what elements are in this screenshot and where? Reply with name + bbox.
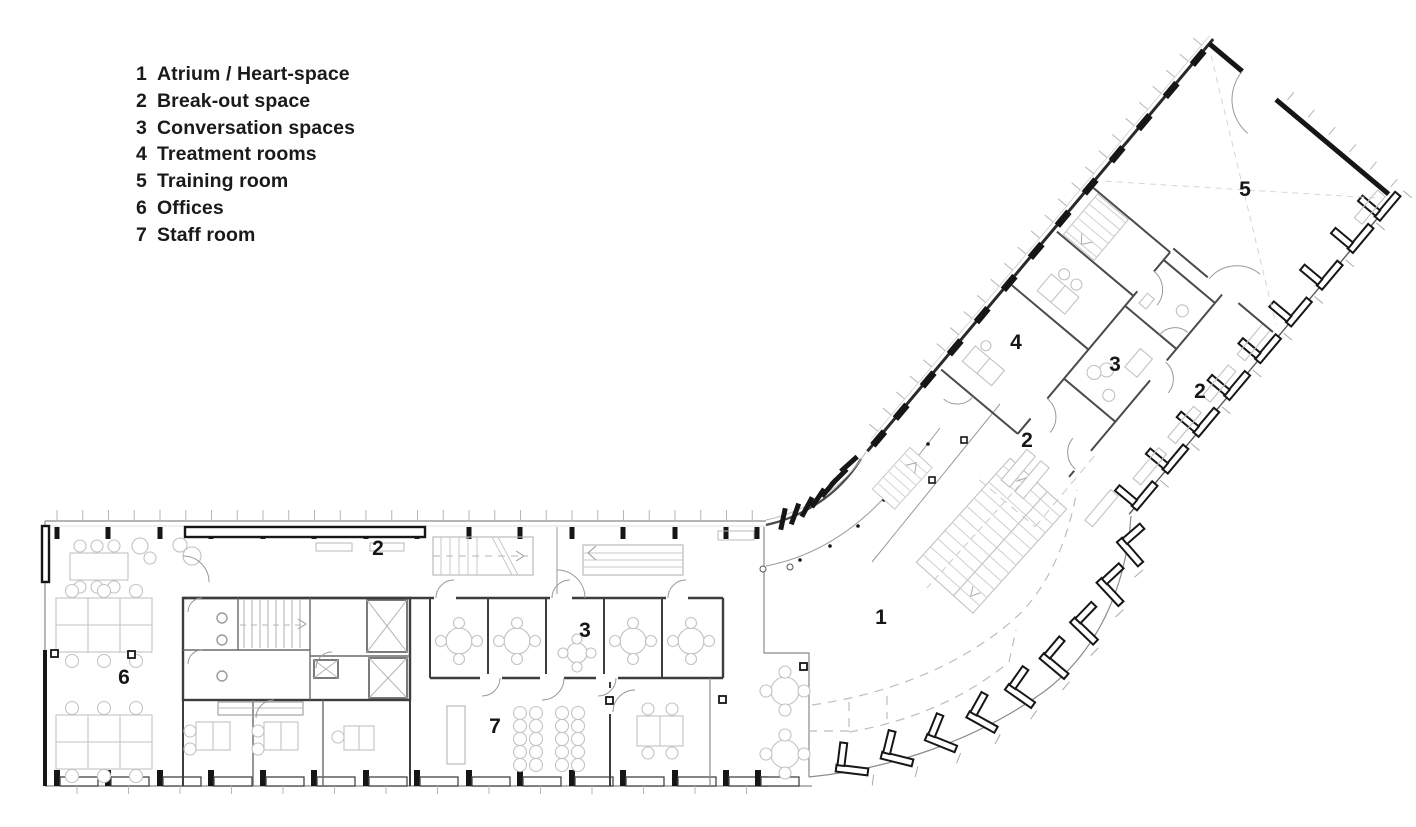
legend-label-atrium: Atrium / Heart-space [157, 63, 350, 85]
bench [315, 542, 353, 552]
column [799, 662, 808, 671]
stair [432, 536, 534, 576]
small-stair [871, 446, 933, 510]
column [50, 649, 59, 658]
cafe-tables [759, 665, 811, 780]
stair-arrow [297, 618, 307, 630]
legend-label-break-out: Break-out space [157, 89, 311, 112]
window-sills [54, 770, 800, 787]
ne-wall [1274, 97, 1391, 197]
stair [582, 544, 684, 576]
door-swings [943, 71, 1261, 470]
room-label-offices: 6 [118, 666, 130, 689]
curved-facade [808, 515, 1132, 778]
point-fixing [759, 565, 767, 573]
column [928, 476, 936, 484]
room-label-break-out-3: 2 [1194, 380, 1206, 403]
column [127, 650, 136, 659]
core-rooms [183, 598, 410, 700]
wing-walls [940, 187, 1274, 478]
lift-shafts [313, 599, 408, 699]
room-label-atrium: 1 [875, 606, 887, 629]
room-label-conversation-1: 3 [579, 619, 591, 642]
legend: 1 Atrium / Heart-space 2 Break-out space 3… [125, 61, 355, 249]
room-label-treatment: 4 [1010, 331, 1022, 354]
legend-label-conversation: Conversation spaces [157, 116, 356, 139]
bench [369, 542, 405, 552]
training-room-x [1105, 55, 1382, 325]
room-label-break-out-2: 2 [1021, 429, 1033, 452]
column [960, 436, 968, 444]
legend-number: 1 [136, 63, 147, 85]
left-wing [40, 510, 812, 794]
legend-number: 6 [136, 196, 147, 219]
round-tables [434, 616, 716, 666]
internal-walls [181, 596, 725, 786]
legend-number: 4 [136, 143, 147, 166]
ne-wall [1207, 41, 1244, 74]
atrium-boundary [763, 527, 810, 777]
desk-chairs [183, 702, 679, 760]
legend-number: 2 [136, 89, 147, 112]
door-gaps [1027, 268, 1241, 474]
corridor-benches [1084, 189, 1387, 528]
stools [554, 705, 586, 773]
balustrade-line [871, 403, 1001, 563]
point-fixing [786, 563, 794, 571]
legend-number: 3 [136, 116, 147, 139]
core-stair-treads [243, 600, 301, 648]
column [718, 695, 727, 704]
void-dashed-lines [808, 489, 1078, 733]
office-furniture [55, 537, 202, 784]
legend-number: 7 [136, 223, 147, 246]
room-label-conversation-2: 3 [1109, 353, 1121, 376]
room-label-staff-room: 7 [489, 715, 501, 738]
legend-number: 5 [136, 170, 147, 193]
fan-columns [778, 454, 859, 531]
bench [717, 530, 755, 541]
facade-ticks [56, 510, 753, 521]
legend-label-treatment: Treatment rooms [157, 143, 317, 166]
corridor-dashes [978, 455, 1095, 528]
fan-facade [765, 458, 862, 527]
stools [512, 705, 544, 773]
facade-mullions [870, 48, 1207, 448]
wing-stair [1062, 193, 1129, 262]
legend-label-training: Training room [157, 170, 289, 193]
canopy-wall [183, 525, 427, 539]
facade-ticks [76, 786, 747, 794]
room-label-break-out-1: 2 [372, 537, 384, 560]
right-wing [866, 35, 1412, 528]
room-label-training: 5 [1239, 178, 1251, 201]
wing-furniture [961, 268, 1189, 500]
facade-ticks [868, 37, 1202, 432]
facade-ticks [1286, 92, 1398, 188]
wall-segment [40, 524, 51, 584]
facade-columns [834, 522, 1146, 786]
facade-columns [1113, 190, 1412, 512]
round-table [557, 633, 597, 673]
door-swings [182, 555, 687, 719]
desks [195, 715, 684, 751]
column [605, 696, 614, 705]
legend-label-offices: Offices [157, 196, 224, 219]
staff-counter [446, 705, 466, 765]
glazing-line [765, 427, 941, 567]
legend-label-staff-room: Staff room [157, 223, 256, 246]
atrium [759, 403, 1146, 786]
